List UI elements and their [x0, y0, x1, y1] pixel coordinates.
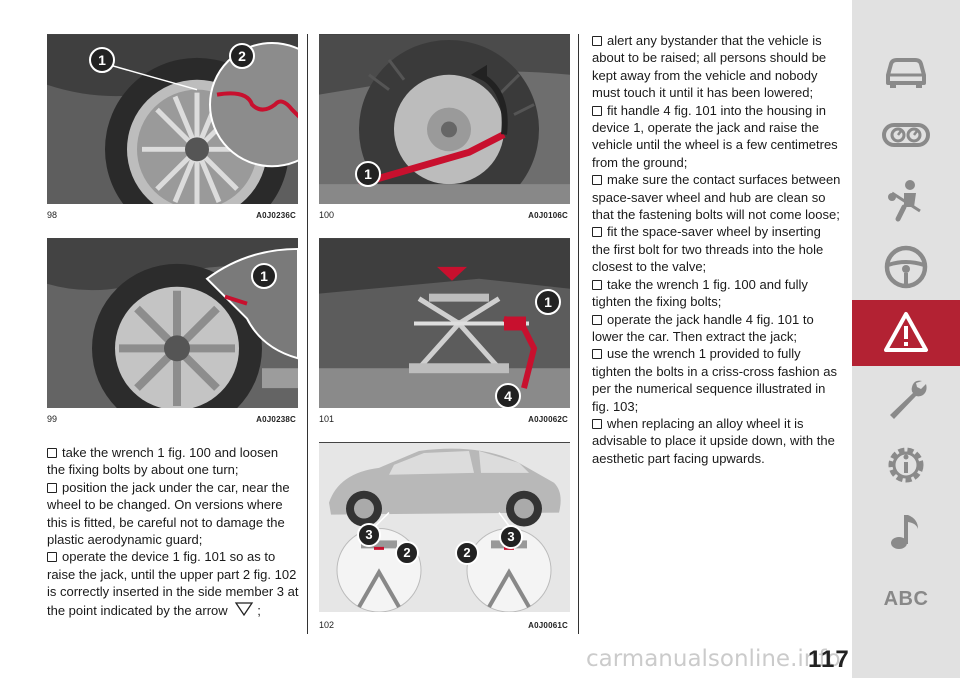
page-number: 117: [808, 646, 850, 673]
car-icon: [886, 58, 926, 88]
figure-code: A0J0236C: [256, 211, 296, 220]
instruction-item: when replacing an alloy wheel it is advi…: [592, 415, 835, 466]
sidebar-item-car[interactable]: [852, 36, 960, 102]
figure-98: 1 2 98 A0J0236C: [47, 34, 298, 222]
instruction-item: take the wrench 1 fig. 100 and fully tig…: [592, 276, 808, 310]
figure-number: 98: [47, 210, 58, 220]
checkbox-bullet-icon: [47, 448, 57, 458]
callout-1: 1: [89, 47, 115, 73]
figure-100: 1 100 A0J0106C: [319, 34, 570, 222]
sidebar-item-multimedia[interactable]: [852, 498, 960, 564]
callout-4: 4: [495, 383, 521, 408]
callout-3: 3: [499, 525, 523, 549]
callout-2: 2: [395, 541, 419, 565]
figure-number: 101: [319, 414, 335, 424]
sidebar-item-index[interactable]: ABC: [852, 566, 960, 632]
sidebar-item-technical-data[interactable]: [852, 432, 960, 498]
callout-2: 2: [455, 541, 479, 565]
figure-number: 99: [47, 414, 58, 424]
figure-101-caption: 101 A0J0062C: [319, 410, 570, 426]
figure-99: 1 99 A0J0238C: [47, 238, 298, 426]
checkbox-bullet-icon: [592, 279, 602, 290]
figure-number: 102: [319, 620, 335, 630]
sidebar-item-driving[interactable]: [852, 234, 960, 300]
sidebar-item-dashboard[interactable]: [852, 102, 960, 168]
checkbox-bullet-icon: [592, 105, 602, 116]
instruction-item: use the wrench 1 provided to fully tight…: [592, 346, 837, 414]
gear-info-icon: [888, 447, 924, 483]
column-divider: [307, 34, 308, 634]
checkbox-bullet-icon: [47, 552, 57, 563]
figure-99-image: 1: [47, 238, 298, 408]
figure-code: A0J0062C: [528, 415, 568, 424]
seatbelt-person-icon: [888, 180, 921, 222]
instruction-item: alert any bystander that the vehicle is …: [592, 33, 827, 101]
figure-102-image: 3 2 2 3: [319, 442, 570, 612]
arrow-triangle-icon: [235, 602, 254, 616]
figure-100-caption: 100 A0J0106C: [319, 206, 570, 222]
steering-wheel-icon: [884, 245, 928, 289]
callout-2: 2: [229, 43, 255, 69]
figure-99-caption: 99 A0J0238C: [47, 410, 298, 426]
checkbox-bullet-icon: [592, 175, 602, 186]
wrench-icon: [890, 380, 927, 419]
figure-code: A0J0106C: [528, 211, 568, 220]
right-text-column: alert any bystander that the vehicle is …: [592, 32, 842, 467]
warning-triangle-icon: [884, 312, 928, 352]
checkbox-bullet-icon: [592, 418, 602, 429]
sidebar-item-safety[interactable]: [852, 168, 960, 234]
figure-102: 3 2 2 3 102 A0J0061C: [319, 442, 570, 632]
instruction-item: fit handle 4 fig. 101 into the housing i…: [592, 102, 838, 170]
checkbox-bullet-icon: [592, 349, 602, 360]
instruction-item: make sure the contact surfaces between s…: [592, 172, 841, 223]
checkbox-bullet-icon: [592, 36, 602, 46]
figure-code: A0J0061C: [528, 621, 568, 630]
callout-1: 1: [251, 263, 277, 289]
figure-number: 100: [319, 210, 335, 220]
watermark: carmanualsonline.info: [586, 646, 841, 672]
callout-1: 1: [535, 289, 561, 315]
dashboard-icon: [882, 123, 930, 147]
callout-3: 3: [357, 523, 381, 547]
figure-101-image: 1 4: [319, 238, 570, 408]
figure-100-image: 1: [319, 34, 570, 204]
instruction-item: operate the jack handle 4 fig. 101 to lo…: [592, 311, 814, 344]
music-note-icon: [891, 515, 918, 549]
abc-index-label: ABC: [883, 587, 929, 610]
chapter-sidebar: ABC: [852, 0, 960, 678]
callout-1: 1: [355, 161, 381, 187]
instruction-item: operate the device 1 fig. 101 so as to r…: [47, 549, 299, 618]
column-divider: [578, 34, 579, 634]
figure-102-caption: 102 A0J0061C: [319, 616, 570, 632]
figure-98-caption: 98 A0J0236C: [47, 206, 298, 222]
figure-code: A0J0238C: [256, 415, 296, 424]
instruction-item: fit the space-saver wheel by inserting t…: [592, 224, 824, 275]
instruction-item: take the wrench 1 fig. 100 and loosen th…: [47, 445, 279, 478]
checkbox-bullet-icon: [592, 227, 602, 238]
left-text-column: take the wrench 1 fig. 100 and loosen th…: [47, 444, 299, 619]
sidebar-item-emergency[interactable]: [852, 300, 960, 366]
figure-98-image: 1 2: [47, 34, 298, 204]
instruction-item: position the jack under the car, near th…: [47, 479, 290, 548]
sidebar-item-maintenance[interactable]: [852, 366, 960, 432]
checkbox-bullet-icon: [592, 314, 602, 325]
figure-101: 1 4 101 A0J0062C: [319, 238, 570, 426]
checkbox-bullet-icon: [47, 482, 57, 493]
